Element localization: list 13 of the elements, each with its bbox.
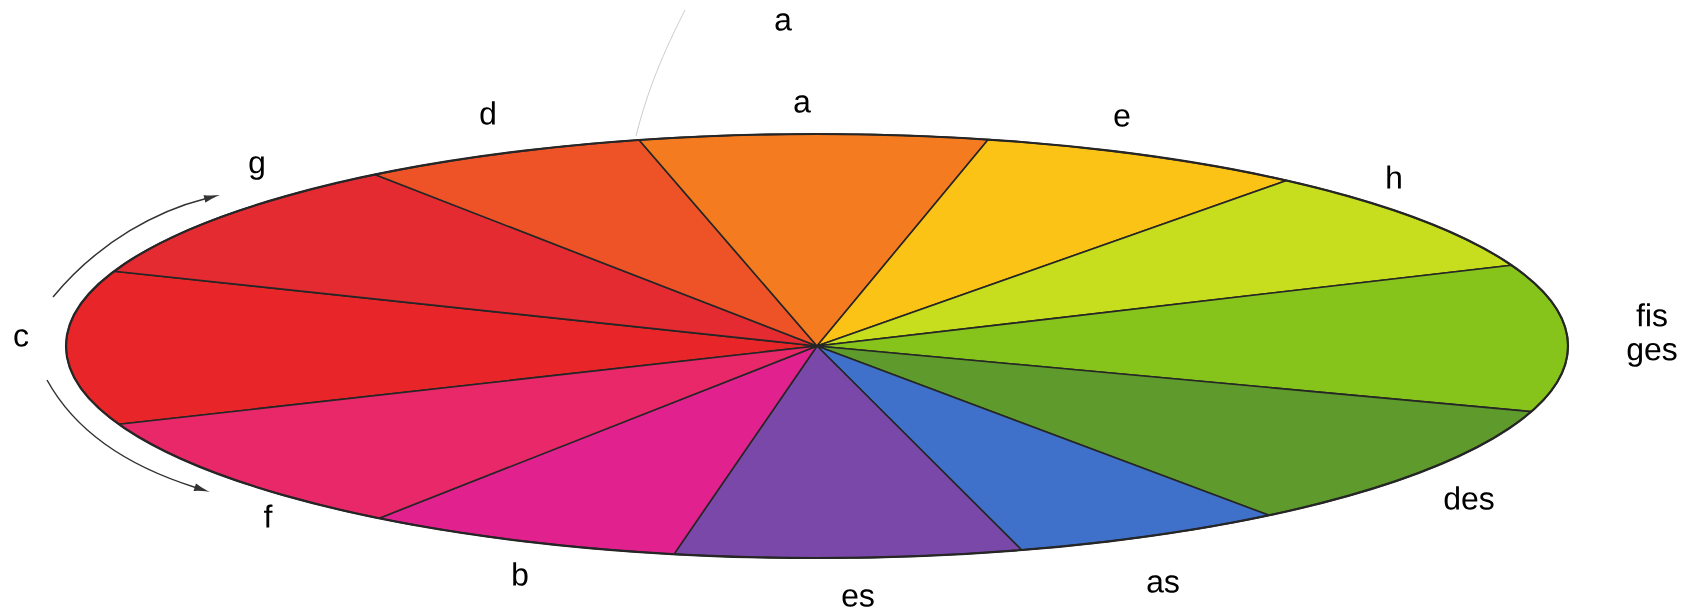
note-label: e — [1114, 109, 1130, 127]
note-label: g — [249, 156, 264, 180]
note-label: f — [264, 504, 273, 528]
note-label: as — [1147, 575, 1179, 593]
note-label: a — [775, 13, 792, 31]
note-label: c — [14, 329, 29, 347]
note-label: b — [513, 562, 528, 586]
note-label: des — [1444, 486, 1494, 510]
note-label: a — [794, 95, 811, 113]
note-label: d — [480, 101, 495, 125]
note-label: fis ges — [1627, 303, 1677, 367]
note-label: es — [842, 589, 874, 607]
note-label: h — [1387, 165, 1401, 189]
